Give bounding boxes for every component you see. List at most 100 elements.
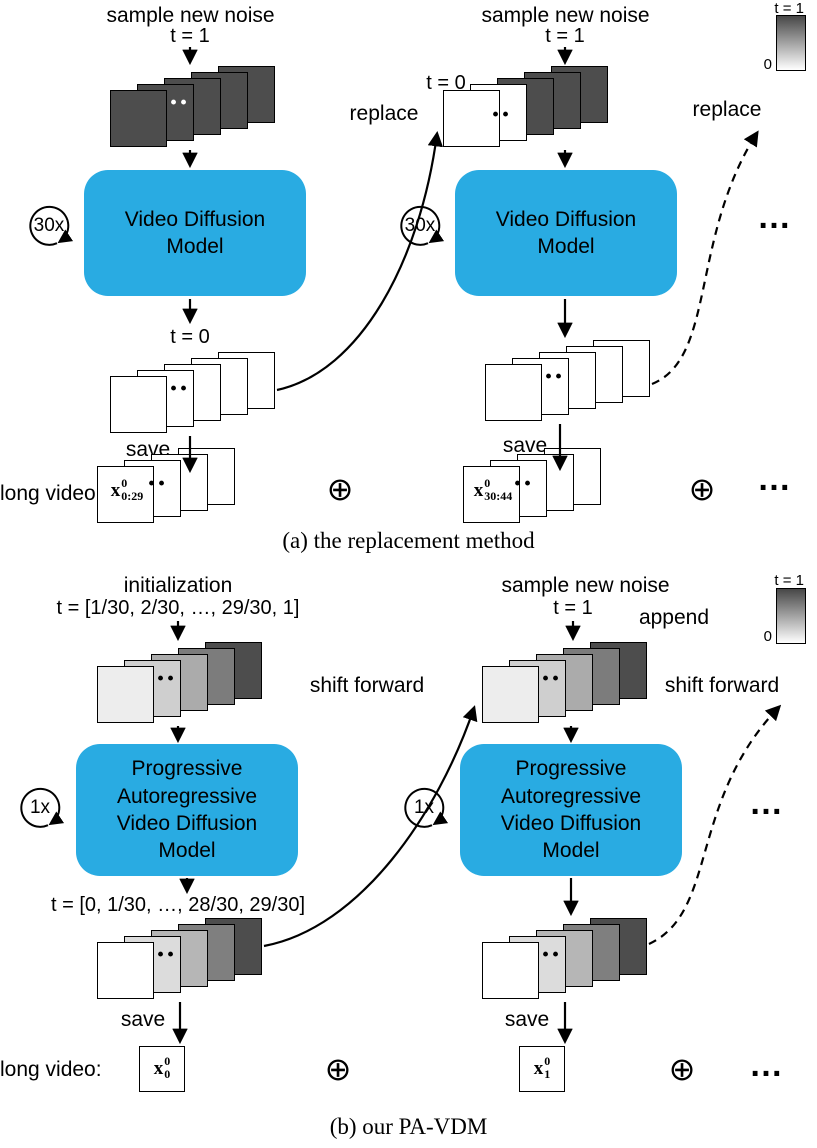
stack-ellipsis-dots: ··	[156, 664, 177, 694]
b-ellipsis-bottom: …	[749, 1046, 785, 1084]
tensor-superscript: 0	[121, 476, 128, 490]
tensor-superscript: 0	[484, 476, 491, 490]
a-left-t0-label: t = 0	[170, 326, 210, 348]
a-left-sample-noise-label: sample new noise	[106, 4, 275, 27]
a-legend-t1-label: t = 1	[774, 0, 804, 17]
a-right-output-frame-stack: ··	[485, 340, 650, 421]
loop-circle-a-right	[400, 205, 445, 246]
a-concat-oplus-left: ⊕	[326, 471, 354, 507]
loop-circle-a-left	[29, 205, 74, 246]
b-right-save-label: save	[504, 1008, 550, 1031]
video-frame	[463, 466, 520, 523]
b-caption: (b) our PA-VDM	[329, 1114, 488, 1139]
stack-ellipsis-dots: ··	[147, 469, 168, 499]
b-left-output-frame-stack: ··	[97, 918, 262, 999]
a-noise-level-legend-bar	[776, 15, 806, 71]
a-caption: (a) the replacement method	[282, 528, 535, 553]
b-concat-oplus-left: ⊕	[324, 1051, 352, 1087]
a-right-t0-label: t = 0	[426, 72, 466, 94]
video-frame	[97, 466, 154, 523]
b-left-save-label: save	[120, 1008, 166, 1031]
tensor-subscript: 0	[164, 1067, 171, 1081]
stack-ellipsis-dots: ··	[541, 940, 562, 970]
a-left-t1-label: t = 1	[170, 25, 210, 47]
curve-a-replace-dashed	[651, 130, 759, 386]
a-right-t1-label: t = 1	[545, 25, 585, 47]
curve-a-replace	[276, 130, 444, 392]
a-ellipsis-bottom: …	[757, 460, 793, 498]
curve-b-shift-dashed	[648, 704, 782, 945]
a-right-input-frame-stack: ··	[443, 66, 608, 147]
stack-ellipsis-dots: ··	[169, 374, 190, 404]
b-legend-t1-label: t = 1	[774, 572, 804, 589]
b-left-pa-vdm-box: Progressive Autoregressive Video Diffusi…	[76, 744, 298, 876]
a-left-input-frame-stack: ··	[110, 66, 275, 147]
b-right-output-frame-stack: ··	[482, 918, 647, 999]
b-long-video-label: long video:	[0, 1058, 102, 1081]
a-right-sample-noise-label: sample new noise	[481, 4, 650, 27]
stack-ellipsis-dots: ··	[156, 940, 177, 970]
video-frame	[110, 90, 167, 147]
a-replace-far-label: replace	[692, 98, 762, 121]
a-left-output-frame-stack: ··	[110, 352, 275, 433]
a-left-video-diffusion-model-box: Video Diffusion Model	[84, 170, 306, 296]
video-frame	[443, 90, 500, 147]
tensor-base: x	[153, 1058, 164, 1079]
video-frame	[482, 942, 539, 999]
a-long-video-label: long video:	[0, 482, 102, 505]
a-left-model-label: Video Diffusion Model	[124, 207, 266, 258]
b-concat-oplus-right: ⊕	[668, 1051, 696, 1087]
tensor-subscript: 0:29	[121, 488, 144, 503]
b-right-model-label: Progressive Autoregressive Video Diffusi…	[500, 757, 642, 863]
tensor-subscript: 1	[544, 1067, 551, 1081]
b-right-sample-noise-label: sample new noise	[501, 574, 670, 597]
video-frame	[97, 666, 154, 723]
b-shift-forward-label: shift forward	[309, 674, 425, 697]
a-ellipsis-middle: …	[757, 198, 793, 236]
b-right-loop-count-label: 1x	[413, 797, 435, 818]
video-frame	[485, 364, 542, 421]
b-left-loop-count-label: 1x	[29, 797, 51, 818]
video-frame	[97, 942, 154, 999]
loop-circle-b-right	[404, 787, 449, 828]
b-left-input-frame-stack: ··	[97, 642, 262, 723]
a-left-loop-count-label: 30x	[33, 215, 65, 236]
b-shift-forward-far-label: shift forward	[664, 674, 780, 697]
video-frame	[482, 666, 539, 723]
loop-circle-b-left	[20, 787, 65, 828]
b-right-append-label: append	[638, 606, 710, 629]
a-left-long-video-frame-stack: ··	[97, 448, 235, 523]
a-right-model-label: Video Diffusion Model	[495, 207, 637, 258]
b-left-t-in-label: t = [1/30, 2/30, …, 29/30, 1]	[56, 597, 300, 619]
tensor-base: x	[110, 479, 121, 501]
a-legend-zero-label: 0	[763, 56, 772, 73]
tensor-subscript: 30:44	[484, 488, 513, 503]
tensor-base: x	[473, 479, 484, 501]
stack-ellipsis-dots: ··	[491, 100, 512, 130]
a-right-long-video-frame-stack: ··	[463, 448, 601, 523]
b-left-model-label: Progressive Autoregressive Video Diffusi…	[116, 757, 258, 863]
stack-ellipsis-dots: ··	[169, 88, 190, 118]
b-legend-zero-label: 0	[763, 628, 772, 645]
curve-b-shift	[263, 705, 478, 948]
b-right-input-frame-stack: ··	[482, 642, 647, 723]
tensor-superscript: 0	[164, 1054, 171, 1069]
a-right-video-diffusion-model-box: Video Diffusion Model	[455, 170, 677, 296]
b-right-t1-label: t = 1	[553, 597, 593, 619]
b-left-initialization-label: initialization	[123, 574, 233, 597]
stack-ellipsis-dots: ··	[544, 362, 565, 392]
b-noise-level-legend-bar	[776, 588, 806, 644]
tensor-base: x	[533, 1058, 544, 1079]
b-left-t-out-label: t = [0, 1/30, …, 28/30, 29/30]	[50, 894, 306, 916]
a-right-loop-count-label: 30x	[404, 215, 436, 236]
b-ellipsis-middle: …	[749, 784, 785, 822]
a-concat-oplus-right: ⊕	[688, 471, 716, 507]
stack-ellipsis-dots: ··	[541, 664, 562, 694]
a-right-save-label: save	[502, 434, 548, 457]
